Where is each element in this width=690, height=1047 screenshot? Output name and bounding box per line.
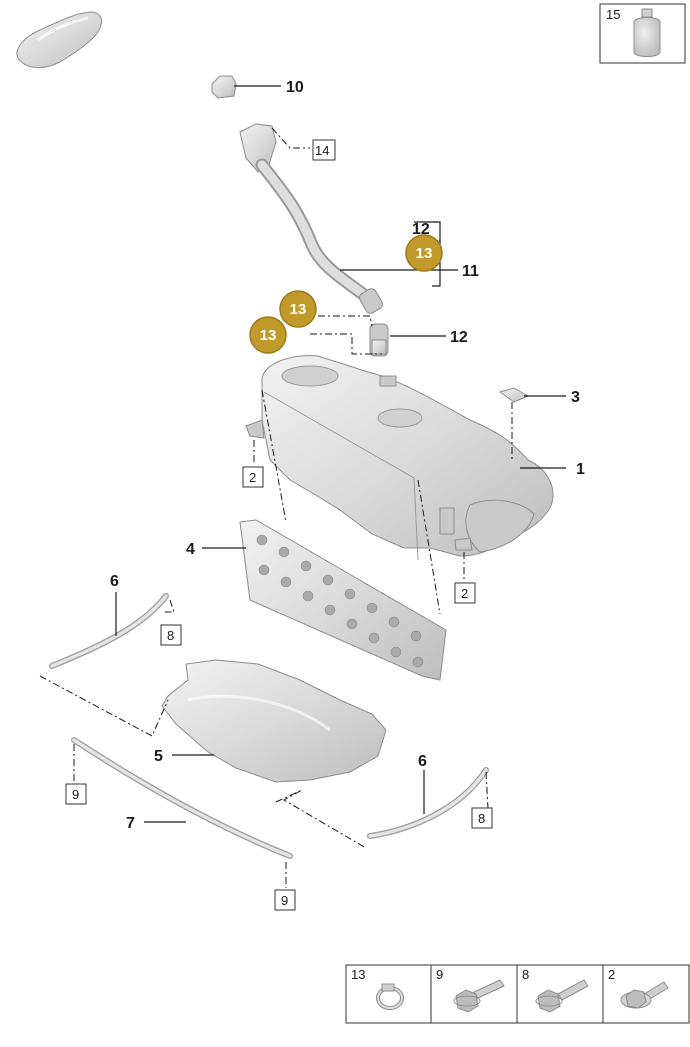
badges: 13 13 13 — [249, 234, 443, 354]
car-silhouette-icon — [16, 11, 103, 68]
svg-text:13: 13 — [290, 301, 307, 318]
callout-10: 10 — [286, 79, 304, 96]
part-12-connector — [369, 323, 389, 357]
callout-9-bottom: 9 — [281, 893, 288, 908]
svg-text:13: 13 — [260, 327, 277, 344]
part-10-sensor — [211, 75, 281, 99]
panel-holes — [256, 534, 424, 668]
callout-6-right: 6 — [418, 753, 427, 770]
hardware-legend: 13 9 8 2 — [345, 964, 690, 1024]
callout-9-left: 9 — [72, 787, 79, 802]
legend-8-number: 8 — [522, 967, 529, 982]
callout-5: 5 — [154, 748, 163, 765]
fluid-bottle-icon — [633, 8, 661, 57]
callout-2-left: 2 — [249, 470, 256, 485]
part-3-pad — [498, 387, 566, 403]
callout-6-left: 6 — [110, 573, 119, 590]
callout-7: 7 — [126, 815, 135, 832]
boxed-callouts: 14 2 2 8 9 8 9 — [65, 139, 493, 911]
callout-3: 3 — [571, 389, 580, 406]
badge-13-middle: 13 — [279, 290, 317, 328]
callout-12-upper: 12 — [412, 221, 430, 238]
callout-labels: 10 12 11 12 3 1 4 6 5 6 7 — [110, 79, 585, 832]
part-4-panel — [239, 519, 447, 681]
svg-text:13: 13 — [416, 245, 433, 262]
part-5-underbody-shield — [161, 659, 387, 783]
callout-4: 4 — [186, 541, 195, 558]
part-1-fuel-tank — [245, 355, 554, 561]
callout-12-lower: 12 — [450, 329, 468, 346]
flange-bolt-icon — [453, 979, 505, 1013]
part-6-strap-right — [367, 767, 489, 839]
flange-nut-bolt-icon — [620, 981, 669, 1009]
part-6-strap-left — [49, 593, 169, 669]
badge-13-upper: 13 — [405, 234, 443, 272]
hose-clamp-icon — [376, 983, 404, 1010]
inset-part-15: 15 — [599, 3, 686, 64]
callout-14: 14 — [315, 143, 329, 158]
part-11-filler-pipe — [239, 123, 383, 314]
callout-8-right: 8 — [478, 811, 485, 826]
legend-9-number: 9 — [436, 967, 443, 982]
callout-2-right: 2 — [461, 586, 468, 601]
inset-15-number: 15 — [606, 7, 620, 22]
legend-2-number: 2 — [608, 967, 615, 982]
callout-1: 1 — [576, 461, 585, 478]
badge-13-lower: 13 — [249, 316, 287, 354]
legend-13-number: 13 — [351, 967, 365, 982]
part-7-strap — [71, 737, 293, 859]
callout-8-left: 8 — [167, 628, 174, 643]
callout-11: 11 — [462, 263, 479, 280]
flange-bolt-icon — [535, 979, 589, 1013]
